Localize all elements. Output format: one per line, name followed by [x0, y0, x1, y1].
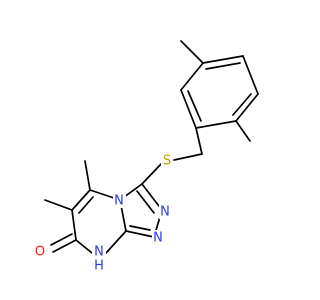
bond-c6-c7 [71, 209, 77, 241]
bond-c7-n8 [75, 239, 93, 254]
bond-methyl-right [235, 120, 251, 142]
hydrogen-nh-label: H [94, 259, 104, 274]
bond-benzene-6 [180, 62, 204, 91]
bond-c7-o [52, 239, 77, 253]
nitrogen-triazole-2-label: N [160, 205, 170, 220]
bond-n1-c8a [125, 230, 155, 238]
nitrogen-triazole-1-label: N [153, 231, 163, 246]
bond-benzene-4 [195, 120, 237, 129]
bond-methyl-c5 [84, 160, 91, 191]
molecule-structure: S N N N N H O [33, 40, 259, 274]
bond-c5-c6-inner [78, 196, 94, 214]
bond-benzyl-ch2 [195, 127, 203, 155]
bond-benzene-1 [202, 55, 244, 64]
atom-labels-group: S N N N N H O [33, 152, 173, 274]
bond-n1-c8a-inner [129, 225, 151, 231]
bond-s-c3 [141, 163, 162, 185]
bond-c7-o-inner [50, 233, 73, 246]
bond-methyl-c6 [44, 199, 73, 211]
bond-c3-n2 [141, 183, 163, 211]
sulfur-label: S [163, 154, 171, 169]
bond-n8-c8a [105, 230, 127, 254]
bond-benzene-5 [180, 89, 197, 129]
bond-c3-n2-inner [136, 190, 155, 214]
bond-benzene-1-inner [205, 62, 241, 70]
bonds-group [44, 40, 259, 254]
bond-benzene-3 [235, 93, 259, 122]
bond-benzene-2 [242, 55, 259, 95]
oxygen-carbonyl-label: O [35, 245, 45, 260]
bond-benzene-3-inner [232, 93, 252, 116]
bond-methyl-top [180, 40, 204, 64]
nitrogen-nh-label: N [94, 245, 104, 260]
nitrogen-fused-label: N [114, 194, 124, 209]
bond-ch2-s [173, 153, 203, 161]
bond-c5-c6 [71, 189, 91, 211]
bond-benzene-5-inner [187, 90, 202, 122]
